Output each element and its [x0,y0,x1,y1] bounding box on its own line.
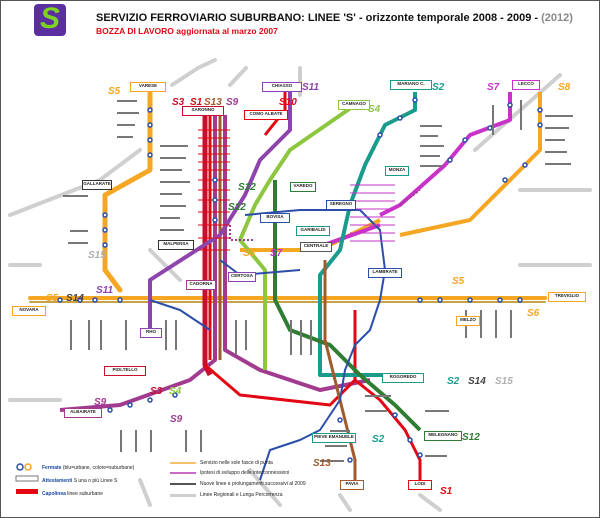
line-label-s3-saronno: S3 [172,97,185,108]
terminal-melzo: MELZO [456,316,480,326]
line-label-s6-treviglio: S6 [527,308,540,319]
terminal-lambrate: LAMBRATE [368,268,402,278]
line-label-s2-pieve: S2 [372,434,385,445]
line-s5 [28,89,547,303]
terminal-centrale: CENTRALE [300,242,332,252]
line-label-s12-varedo: S12 [238,182,256,193]
logo-letter: S [39,2,60,35]
legend-punta: Servizio nelle sole fasce di punta [200,460,273,466]
line-label-s4-pioltello: S4 [169,386,182,397]
suburban-logo: S [34,2,66,36]
line-label-s14-novara: S14 [66,293,84,304]
line-label-s1-lodi: S1 [440,486,453,497]
line-label-s14-rogoredo: S14 [468,376,486,387]
terminal-bovisa: BOVISA [260,213,290,223]
line-label-s5-novara: S5 [46,293,59,304]
terminal-treviglio: TREVIGLIO [548,292,586,302]
legend-attestamenti-title: Attestamenti [42,478,73,484]
line-s11 [148,90,292,330]
line-label-s4-camnago: S4 [368,104,381,115]
line-label-s2-mariano: S2 [432,82,445,93]
terminal-como: COMO ALBATE [244,110,288,120]
terminal-novara: NOVARA [12,306,46,316]
terminal-varese: VARESE [130,82,166,92]
terminal-mariano: MARIANO C. [390,80,432,90]
line-label-s10-como: S10 [279,97,297,108]
title-text: SERVIZIO FERROVIARIO SUBURBANO: LINEE 'S… [96,12,542,24]
line-label-s3-pioltello: S3 [150,386,163,397]
line-label-s8-cent: S8 [243,248,256,259]
terminal-pavia: PAVIA [340,480,364,490]
line-label-s9-albairate: S9 [94,397,107,408]
line-label-s15-gallarate: S15 [88,250,106,261]
line-label-s9-saronno: S9 [226,97,239,108]
line-label-s2-rogoredo: S2 [447,376,460,387]
terminal-gallarate: GALLARATE [82,180,112,190]
legend-capolinea: Capolinea linee suburbane [42,491,103,497]
stations-trunks [198,129,395,251]
legend-fermate-title: Fermate [42,465,62,471]
line-label-s13-saronno: S13 [204,97,222,108]
terminal-garibaldi: GARIBALDI [296,226,330,236]
line-label-s7-lecco: S7 [487,82,500,93]
line-label-s1-saronno: S1 [190,97,203,108]
terminal-pieve: PIEVE EMANUELE [312,433,356,443]
terminal-saronno: SARONNO [182,106,224,116]
line-label-s11-rho: S11 [96,285,114,296]
line-label-s8-lecco: S8 [558,82,571,93]
line-s4 [238,103,357,370]
page-subtitle: BOZZA DI LAVORO aggiornata al marzo 2007 [96,26,278,36]
line-label-s11-chiasso: S11 [302,82,320,93]
line-label-s5-varese: S5 [108,86,121,97]
terminal-monza: MONZA [385,166,409,176]
legend-fermate: Fermate (blu=urbane, colore=suburbane) [42,465,134,471]
terminal-lecco: LECCO [512,80,540,90]
station-markers [57,97,543,463]
title-year: (2012) [541,12,573,24]
dotted-interconnections [229,189,421,241]
terminal-certosa: CERTOSA [228,272,256,282]
terminal-rogoredo: ROGOREDO [382,373,424,383]
line-label-s5-treviglio: S5 [452,276,465,287]
line-s12 [273,180,422,432]
line-label-s12-seveso: S12 [228,202,246,213]
terminal-melegnano: MELEGNANO [424,431,462,441]
legend-ipotesi: Ipotesi di sviluppo delle interconnessio… [200,470,290,476]
terminal-albairate: ALBAIRATE [64,408,102,418]
terminal-rho: RHO [140,328,162,338]
legend-nuove: Nuove linee e prolungamenti successivi a… [200,481,306,487]
terminal-varedo: VAREDO [290,182,316,192]
terminal-seregno: SEREGNO [326,200,356,210]
line-label-s15-rogoredo: S15 [495,376,513,387]
terminal-cadorna: CADORNA [186,280,216,290]
terminal-camnago: CAMNAGO [338,100,370,110]
legend-attestamenti: Attestamenti S una o più Linee S [42,478,117,484]
line-label-s13-pavia: S13 [313,458,331,469]
legend-attestamenti-text: S una o più Linee S [73,478,118,484]
terminal-pioltello: PIOLTELLO [104,366,146,376]
line-label-s7-cent: S7 [270,248,283,259]
page-title: SERVIZIO FERROVIARIO SUBURBANO: LINEE 'S… [96,12,573,24]
line-label-s9-sangiuliano: S9 [170,414,183,425]
terminal-chiasso: CHIASSO [262,82,302,92]
terminal-lodi: LODI [408,480,432,490]
legend-capolinea-text: linee suburbane [67,491,103,497]
legend-fermate-text: (blu=urbane, colore=suburbane) [62,465,135,471]
line-label-s12-melegnano: S12 [462,432,480,443]
legend-capolinea-title: Capolinea [42,491,66,497]
line-s1-lodi [354,378,422,480]
terminal-malpensa: MALPENSA [158,240,194,250]
legend-regionali: Linee Regionali e Lunga Percorrenza [200,492,283,498]
